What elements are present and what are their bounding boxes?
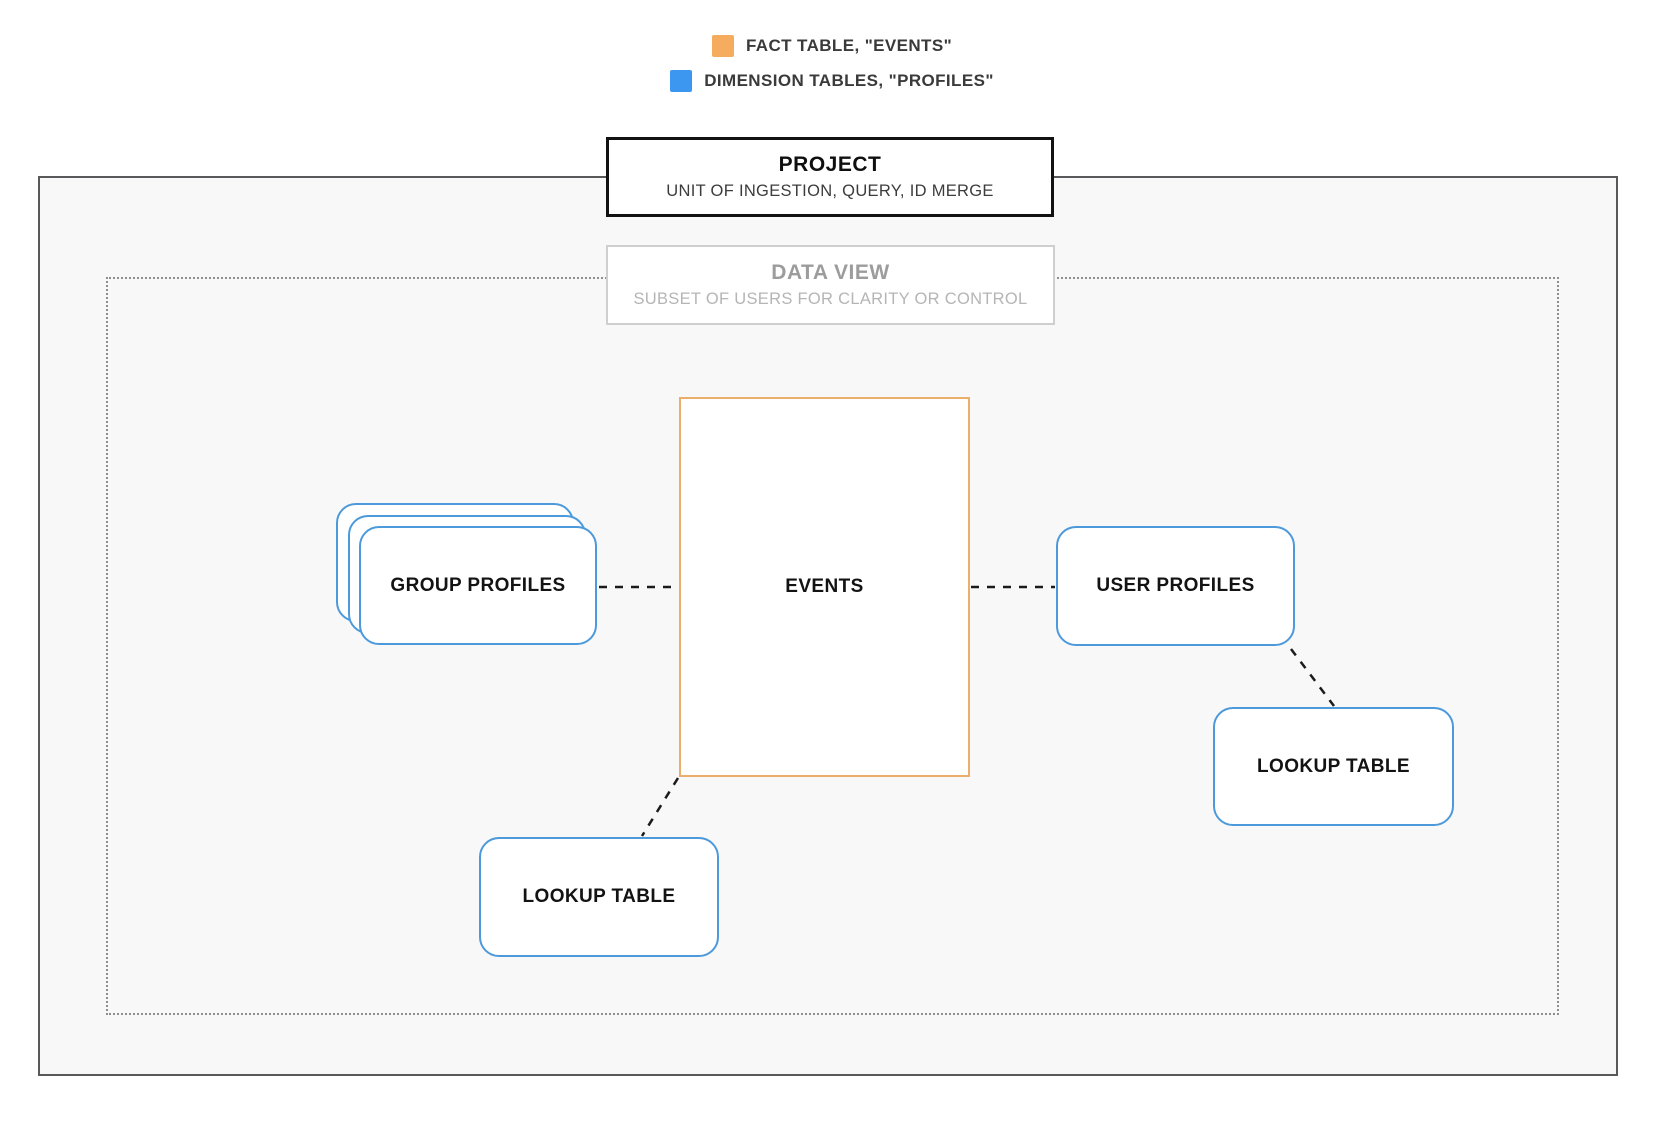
project-subtitle: UNIT OF INGESTION, QUERY, ID MERGE	[666, 182, 994, 200]
project-title: PROJECT	[778, 153, 882, 176]
legend-label-dimension-tables: DIMENSION TABLES, "PROFILES"	[704, 71, 994, 90]
data-view-title-box: DATA VIEW SUBSET OF USERS FOR CLARITY OR…	[606, 245, 1055, 325]
node-group-profiles: GROUP PROFILES	[336, 503, 597, 645]
node-lookup-table-bottom-label: LOOKUP TABLE	[522, 886, 676, 907]
node-lookup-table-right-label: LOOKUP TABLE	[1257, 755, 1410, 777]
node-events-label: EVENTS	[785, 576, 864, 597]
legend: FACT TABLE, "EVENTS" DIMENSION TABLES, "…	[0, 35, 1664, 92]
node-events: EVENTS	[679, 397, 970, 777]
data-view-title: DATA VIEW	[771, 261, 890, 284]
node-user-profiles-label: USER PROFILES	[1096, 575, 1255, 596]
data-view-subtitle: SUBSET OF USERS FOR CLARITY OR CONTROL	[633, 290, 1028, 308]
node-user-profiles: USER PROFILES	[1056, 526, 1295, 646]
node-group-profiles-label: GROUP PROFILES	[390, 574, 566, 596]
project-title-box: PROJECT UNIT OF INGESTION, QUERY, ID MER…	[606, 137, 1054, 217]
legend-item-fact-table: FACT TABLE, "EVENTS"	[711, 35, 953, 57]
group-profiles-card-front: GROUP PROFILES	[359, 526, 597, 645]
dimension-tables-swatch-icon	[670, 70, 693, 92]
node-lookup-table-right: LOOKUP TABLE	[1213, 707, 1454, 826]
node-lookup-table-bottom: LOOKUP TABLE	[479, 837, 719, 957]
legend-item-dimension-tables: DIMENSION TABLES, "PROFILES"	[670, 70, 994, 92]
legend-label-fact-table: FACT TABLE, "EVENTS"	[745, 36, 953, 55]
fact-table-swatch-icon	[711, 35, 734, 57]
